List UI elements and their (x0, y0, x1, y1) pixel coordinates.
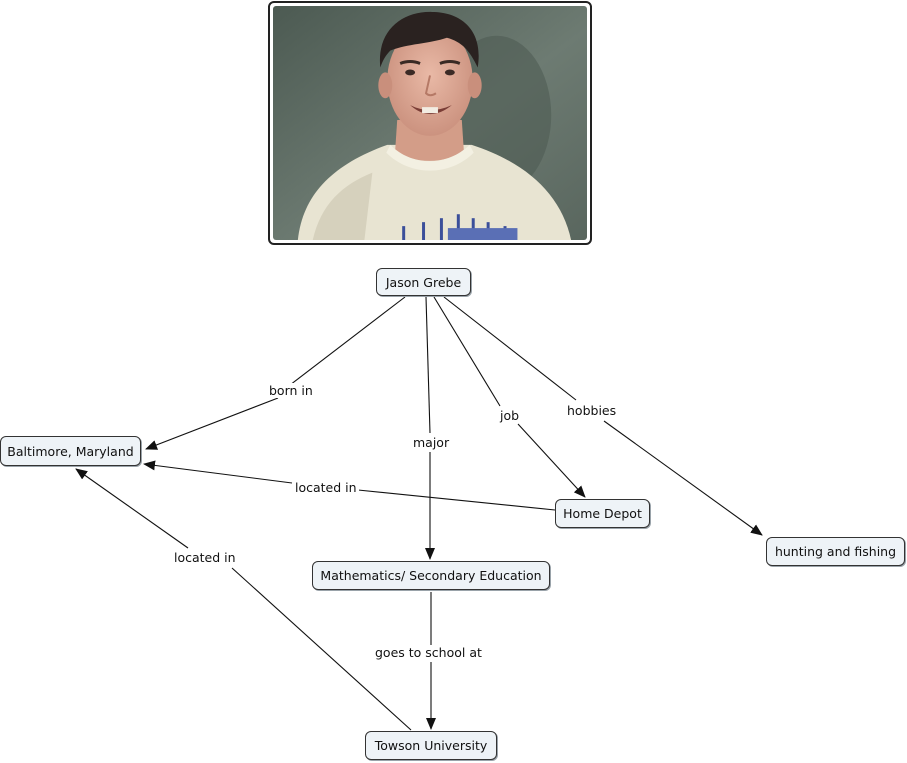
link-label-located-in-depot: located in (293, 480, 359, 495)
person-photo (268, 1, 592, 245)
link-line-located-in-towson (231, 567, 412, 731)
node-towson-university[interactable]: Towson University (365, 731, 497, 760)
node-mathematics-secondary-education[interactable]: Mathematics/ Secondary Education (312, 561, 550, 590)
link-label-job: job (498, 408, 522, 423)
link-label-hobbies: hobbies (565, 403, 619, 418)
link-arrow-job (517, 423, 586, 498)
link-arrow-located-in-depot (143, 460, 293, 484)
link-arrow-born-in (145, 397, 279, 450)
node-baltimore-maryland[interactable]: Baltimore, Maryland (0, 436, 141, 466)
link-line-hobbies (443, 296, 577, 401)
person-photo-image (273, 6, 587, 240)
link-label-goes-to-school-at: goes to school at (373, 645, 484, 660)
link-line-located-in-depot (357, 489, 556, 511)
link-line-job (433, 296, 501, 407)
link-line-born-in (289, 296, 406, 386)
link-line-major (425, 296, 431, 434)
link-label-major: major (411, 435, 452, 450)
link-label-born-in: born in (267, 383, 315, 398)
node-hunting-and-fishing[interactable]: hunting and fishing (766, 537, 905, 566)
link-arrow-located-in-towson (75, 468, 189, 549)
node-home-depot[interactable]: Home Depot (555, 499, 650, 528)
link-label-located-in-towson: located in (172, 550, 238, 565)
node-jason-grebe[interactable]: Jason Grebe (376, 268, 471, 296)
link-arrow-hobbies (603, 420, 763, 536)
